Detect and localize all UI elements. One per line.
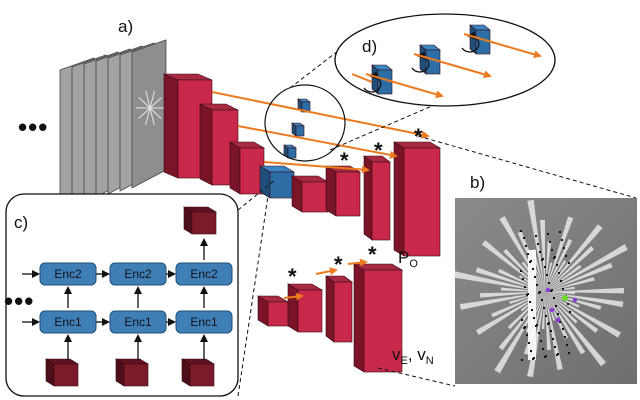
encoder-block-3: [228, 141, 266, 195]
enc1-block-2: Enc1: [109, 310, 167, 334]
filter-flow-arrow: [413, 53, 492, 79]
enc2-block-2-label: Enc2: [124, 267, 152, 281]
enc2-block-1-label: Enc2: [54, 267, 82, 281]
occupancy-output-block: [392, 141, 442, 257]
decoder-block-2: [363, 155, 391, 241]
frame-lidar-streaks: [135, 90, 164, 126]
panel-label-d: d): [362, 37, 377, 56]
enc1-block-3-label: Enc1: [190, 315, 218, 329]
decoder-block-1: [324, 165, 362, 217]
filter-flow-arrow: [365, 73, 444, 99]
road-corridor: [528, 250, 536, 360]
filter-flow-arrow: [463, 33, 542, 59]
ego-vehicle-marker: [562, 295, 568, 301]
skip-star-marker: *: [334, 252, 343, 277]
output-label-velocity: vE, vN: [392, 345, 434, 367]
occupancy-grid-image: [453, 198, 637, 384]
panel-label-a: a): [118, 17, 133, 36]
skip-arrow-4: [283, 292, 304, 301]
skip-star-marker: *: [368, 242, 377, 267]
input-frame-stack: [59, 39, 167, 207]
encoder-decoder-blocks: [163, 73, 442, 373]
skip-arrow-2: [237, 125, 398, 159]
skip-arrow-6: [347, 258, 368, 267]
enc1-block-1-label: Enc1: [54, 315, 82, 329]
enc1-block-3: Enc1: [175, 310, 233, 334]
frames-ellipsis: •••: [18, 112, 48, 142]
enc2-block-3-label: Enc2: [190, 267, 218, 281]
recurrent-bottleneck-block: [258, 165, 296, 199]
skip-arrow-1: [211, 91, 430, 139]
panel-c-line-top: [237, 179, 276, 211]
conv-filter-small-2: [291, 122, 305, 137]
dynamic-object-marker: [572, 297, 578, 303]
zoom-ellipse-small: [264, 84, 346, 162]
filter-flow-arrow-in: [351, 73, 373, 83]
encoder-ellipsis: •••: [4, 286, 34, 316]
enc2-block-1: Enc2: [39, 262, 97, 286]
encoder-block-2: [199, 103, 239, 186]
panel-c-line-bottom: [237, 195, 269, 397]
dynamic-object-marker: [555, 317, 561, 323]
panel-b-line-bottom: [377, 367, 456, 387]
velocity-decoder-2: [325, 275, 353, 343]
panel-d-ellipse: [334, 13, 556, 107]
input-cube-1: [44, 358, 80, 387]
occupied-cells: [520, 230, 571, 361]
input-cube-2: [114, 358, 150, 387]
decoder-block-small: [290, 175, 330, 213]
dynamic-object-marker: [549, 307, 555, 313]
input-cube-3: [180, 358, 216, 387]
panel-label-b: b): [470, 173, 485, 192]
skip-star-marker: *: [340, 148, 349, 173]
panel-b-line-top: [417, 135, 637, 199]
encoder-block-1: [163, 73, 213, 179]
skip-arrow-3: [263, 161, 370, 174]
input-frame: [131, 39, 167, 189]
velocity-decoder-small: [256, 295, 290, 327]
enc2-block-2: Enc2: [109, 262, 167, 286]
enc2-block-3: Enc2: [175, 262, 233, 286]
skip-star-marker: *: [374, 138, 383, 163]
panel-d-rotating-filters: [351, 24, 542, 99]
enc1-block-1: Enc1: [39, 310, 97, 334]
conv-filter-small-3: [283, 144, 297, 159]
panel-c-box: [5, 193, 239, 397]
encoder-output-cube: [182, 206, 218, 235]
output-label-occupancy: PO: [398, 248, 418, 270]
skip-connection-arrows: [211, 91, 430, 301]
enc1-block-2-label: Enc1: [124, 315, 152, 329]
dynamic-object-marker: [545, 287, 551, 293]
panel-label-c: c): [14, 213, 28, 232]
skip-arrow-5: [315, 267, 338, 276]
velocity-decoder-1: [286, 283, 324, 333]
skip-star-marker: *: [288, 264, 297, 289]
